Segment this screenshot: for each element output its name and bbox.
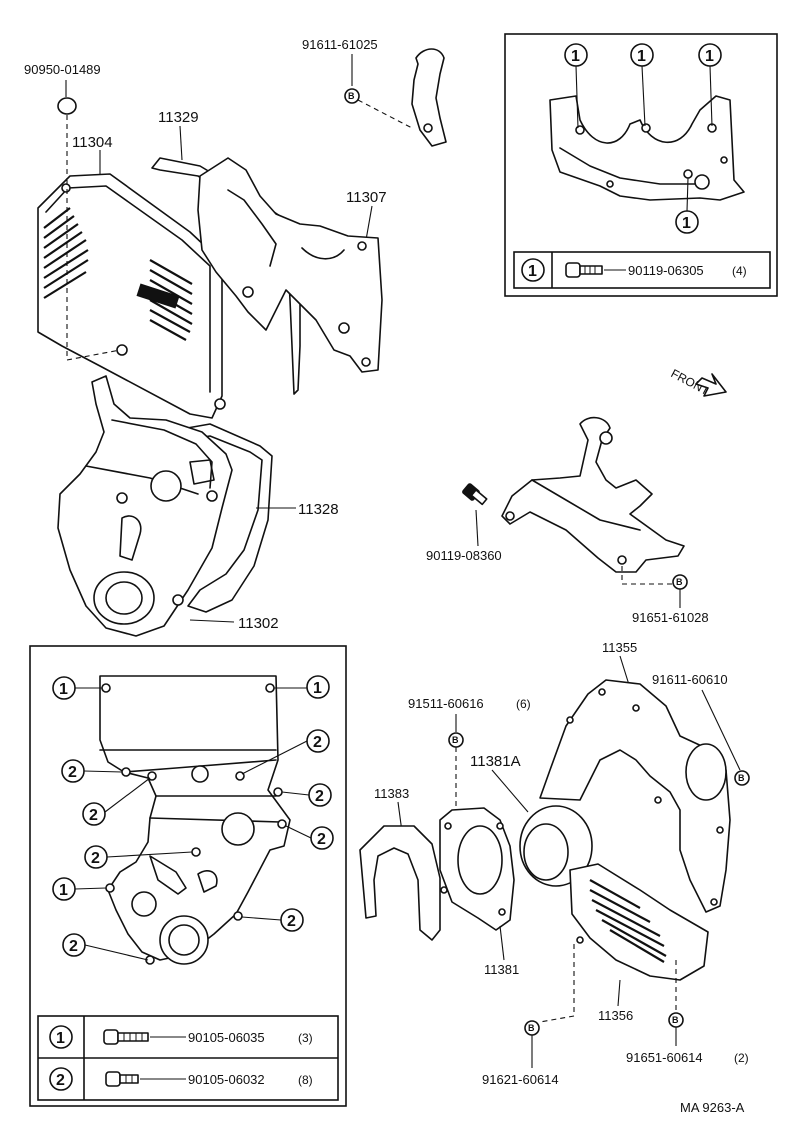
lower-gasket-11328 <box>175 423 273 613</box>
bolt-top-qty: (4) <box>732 264 747 278</box>
bl-legend-tag-1-text: 1 <box>56 1030 65 1047</box>
inset-leader-1c <box>709 65 713 127</box>
bl-legend-tag-2-text: 2 <box>56 1072 65 1089</box>
bolt-b-callout-1 <box>344 88 360 104</box>
legend-tag-1-text: 1 <box>528 263 537 280</box>
inset-bottom-tags: 1 1 2 2 2 2 2 2 1 2 2 <box>52 675 334 961</box>
bl-tag-1b-text: 1 <box>313 680 322 697</box>
inset-bottom-left <box>29 645 347 1107</box>
label-91611-61025: 91611-61025 <box>302 37 378 52</box>
label-91511-60616: 91511-60616 <box>408 696 484 711</box>
inset-top-right <box>504 33 778 297</box>
rear-end-plate-11355 <box>539 679 731 913</box>
inset-legend-row <box>513 251 771 289</box>
label-91651-qty: (2) <box>734 1051 749 1065</box>
bolt-icon-top <box>565 262 603 278</box>
bl-tag-2b-text: 2 <box>68 764 77 781</box>
b-mark-1: B <box>348 91 355 101</box>
bl-tag-1a-text: 1 <box>59 681 68 698</box>
label-91621-60614: 91621-60614 <box>482 1072 559 1087</box>
bolt-90119-08360-icon <box>462 483 488 506</box>
bl-tag-2c-text: 2 <box>315 788 324 805</box>
bolt-2-part: 90105-06032 <box>188 1072 265 1087</box>
inset-leader-1a <box>575 65 579 129</box>
upper-timing-cover-11304 <box>37 173 226 419</box>
diagram-code: MA 9263-A <box>680 1100 745 1115</box>
b-mark-3: B <box>738 773 745 783</box>
inset-top-plate <box>549 95 745 201</box>
bl-tag-2g-text: 2 <box>287 913 296 930</box>
inset-tag-1b-text: 1 <box>637 48 646 65</box>
inset-leader-1b <box>641 65 646 127</box>
bl-tag-1b <box>306 675 330 699</box>
label-11381: 11381 <box>484 962 519 977</box>
inset-cover-outline <box>99 675 291 965</box>
label-11329: 11329 <box>158 109 199 126</box>
legend-tag-1 <box>521 258 545 282</box>
dash-91621b <box>539 1015 575 1023</box>
label-91611-60610: 91611-60610 <box>652 672 728 687</box>
gasket-11383 <box>359 825 441 941</box>
bolt-2-qty: (8) <box>298 1073 313 1087</box>
inset-tag-1d-text: 1 <box>682 215 691 232</box>
bl-tag-2h-text: 2 <box>69 938 78 955</box>
b-mark-2: B <box>676 577 683 587</box>
inset-tag-1c-text: 1 <box>705 48 714 65</box>
bolt-top-part: 90119-06305 <box>628 263 704 278</box>
inset-leader-1d <box>686 177 689 212</box>
label-11328: 11328 <box>298 501 339 518</box>
bl-tag-2d <box>82 802 106 826</box>
dash-hook <box>357 99 413 129</box>
label-11381A: 11381A <box>470 753 521 770</box>
leader-11307 <box>365 205 373 241</box>
b-mark-6: B <box>672 1015 679 1025</box>
oil-seal-retainer-11381A: 11381A <box>470 753 593 887</box>
front-arrow: FRONT <box>669 366 727 398</box>
bolt-b-callout-3 <box>734 770 750 786</box>
leader-11356 <box>617 979 621 1007</box>
lower-timing-cover-11302 <box>57 375 233 637</box>
label-91511-qty: (6) <box>516 697 531 711</box>
bl-tag-2d-text: 2 <box>89 807 98 824</box>
upper-rear-plate-11307 <box>197 157 383 373</box>
bl-tag-2f-text: 2 <box>91 850 100 867</box>
label-90950-01489: 90950-01489 <box>24 62 101 77</box>
label-11383: 11383 <box>374 786 409 801</box>
label-91651-60614: 91651-60614 <box>626 1050 703 1065</box>
bolt-icon-1 <box>103 1029 149 1045</box>
b-mark-5: B <box>528 1023 535 1033</box>
bl-tag-2e-text: 2 <box>317 831 326 848</box>
label-90119-08360: 90119-08360 <box>426 548 502 563</box>
inset-tag-1a-text: 1 <box>571 48 580 65</box>
bolt-1-part: 90105-06035 <box>188 1030 265 1045</box>
engine-hook-91611 <box>411 48 447 147</box>
label-91651-61028: 91651-61028 <box>632 610 709 625</box>
label-11356: 11356 <box>598 1008 633 1023</box>
leader-91611-60610 <box>701 689 741 771</box>
leader-11381 <box>499 925 505 961</box>
b-mark-4: B <box>452 735 459 745</box>
bl-tag-1c-text: 1 <box>59 882 68 899</box>
label-11304: 11304 <box>72 134 113 151</box>
bolt-1-qty: (3) <box>298 1031 313 1045</box>
engine-hanger-bracket <box>501 416 685 573</box>
leader-90119-08360 <box>475 509 479 547</box>
label-11307: 11307 <box>346 189 387 206</box>
leader-11329 <box>179 125 183 161</box>
label-11302: 11302 <box>238 615 279 632</box>
plug-part <box>57 97 77 115</box>
rear-oil-seal-retainer-11381 <box>439 807 515 931</box>
hook-hole <box>423 123 433 133</box>
bolt-icon-2 <box>105 1071 139 1087</box>
bl-tag-2a-text: 2 <box>313 734 322 751</box>
bl-legend-tag-1 <box>49 1025 73 1049</box>
bl-legend-tag-2 <box>49 1067 73 1091</box>
label-11355: 11355 <box>602 640 637 655</box>
rear-cover-11356 <box>569 863 709 981</box>
leader-11302 <box>189 619 235 623</box>
